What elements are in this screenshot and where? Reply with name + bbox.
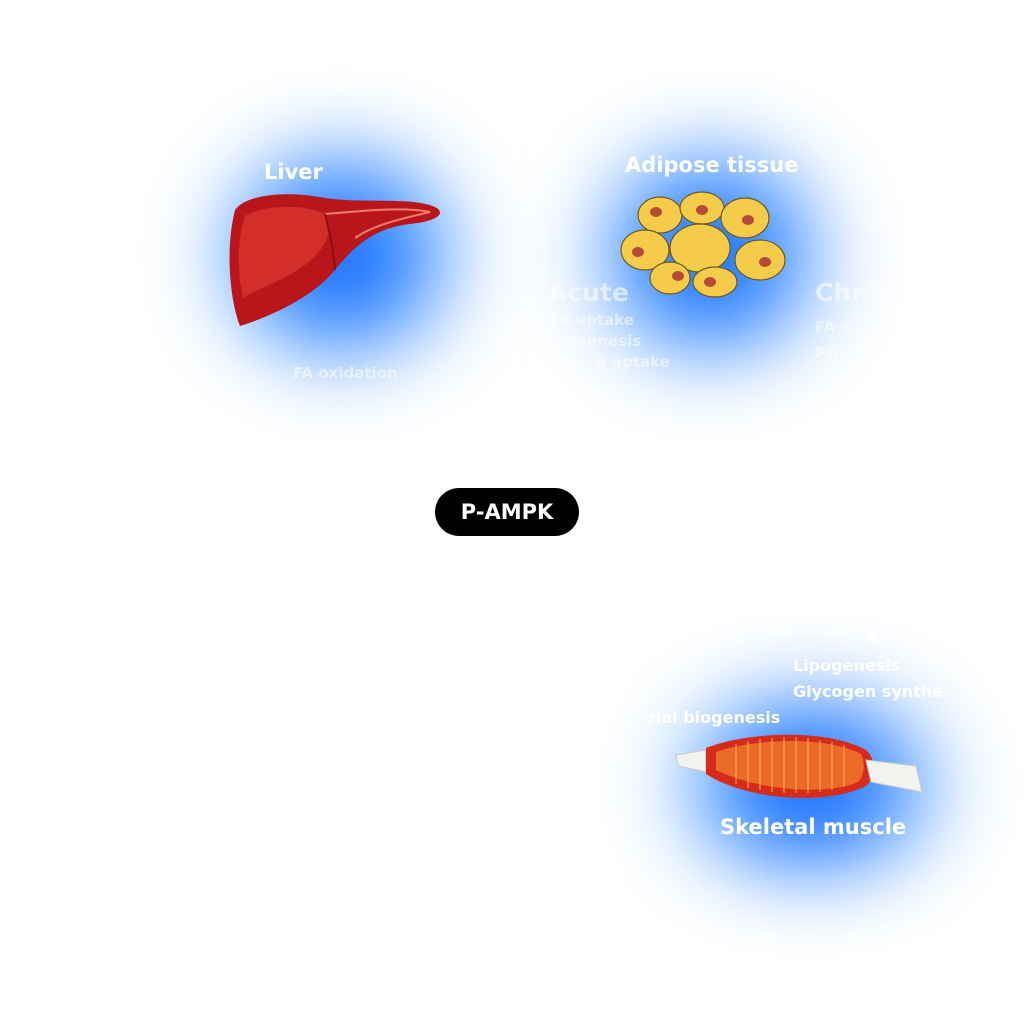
- adipocyte-cluster-icon: [620, 191, 786, 298]
- skeletal-muscle-icon: [675, 734, 923, 798]
- arrow-tick-icon: [870, 622, 876, 628]
- liver-label: Liver: [264, 160, 323, 184]
- adipose-acute-heading: Acute: [548, 278, 629, 307]
- liver-icon: [229, 194, 440, 326]
- muscle-label: Skeletal muscle: [720, 815, 907, 839]
- adipose-chronic-effect-1: PG: [815, 344, 839, 362]
- liver-effect-0: FA oxidation: [293, 364, 398, 382]
- muscle-effect-right-0: Lipogenesis: [793, 656, 901, 675]
- muscle-effect-left-0: rial biogenesis: [648, 708, 781, 727]
- adipose-chronic-heading: Chr: [815, 278, 864, 307]
- adipose-acute-effect-0: FA uptake: [550, 311, 634, 329]
- adipose-acute-effect-1: ogenesis: [566, 332, 642, 350]
- adipose-acute-effect-2: e uptake: [596, 353, 670, 371]
- arrow-tick-icon: [870, 634, 876, 642]
- muscle-effect-right-1: Glycogen synthe: [793, 682, 944, 701]
- hub-p-ampk: P-AMPK: [435, 488, 579, 536]
- adipose-label: Adipose tissue: [625, 153, 799, 177]
- adipose-chronic-effect-0: FA o: [815, 318, 851, 336]
